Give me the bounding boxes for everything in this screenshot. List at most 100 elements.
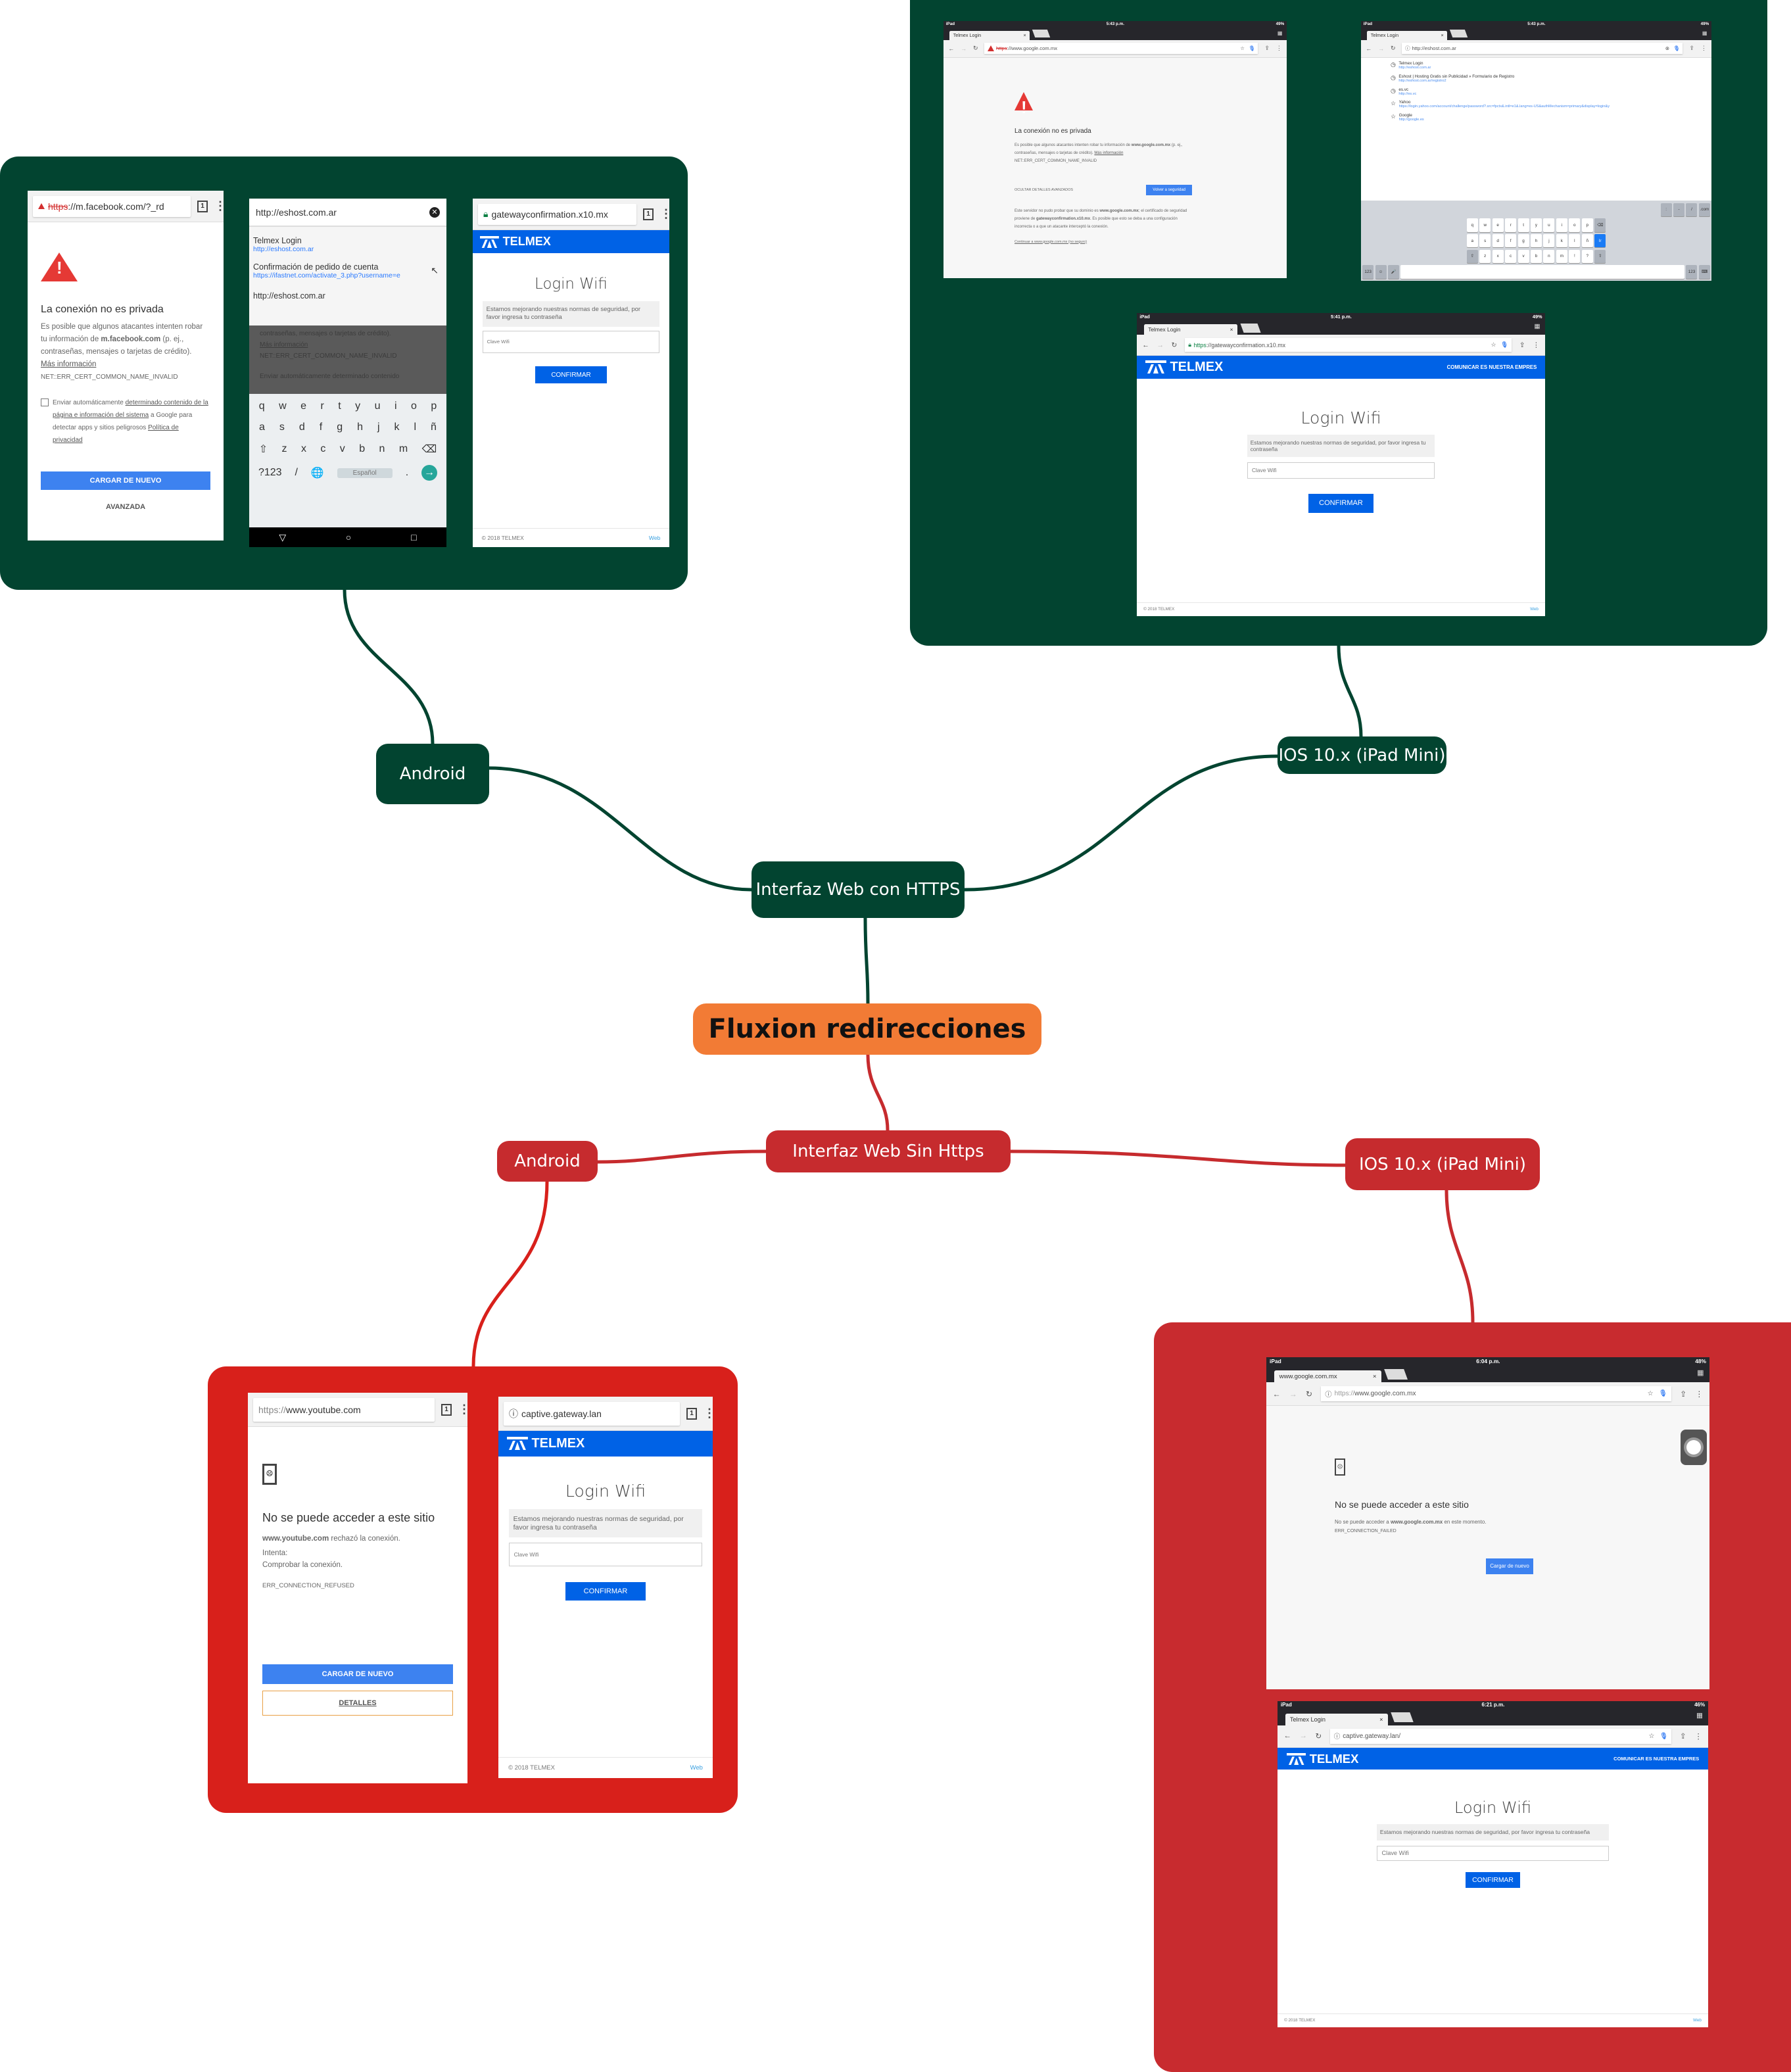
key-c[interactable]: c xyxy=(320,443,326,454)
key-i[interactable]: i xyxy=(394,400,397,412)
node-https[interactable]: Interfaz Web con HTTPS xyxy=(752,861,965,918)
node-http-android[interactable]: Android xyxy=(497,1141,598,1182)
node-https-android[interactable]: Android xyxy=(376,744,489,804)
key-![interactable]: ! xyxy=(1569,249,1581,263)
share-icon[interactable]: ⇪ xyxy=(1689,45,1694,52)
key-m[interactable]: m xyxy=(1556,249,1567,263)
reload-button[interactable]: CARGAR DE NUEVO xyxy=(262,1664,453,1684)
reload-button[interactable]: Cargar de nuevo xyxy=(1486,1558,1533,1575)
key-a[interactable]: a xyxy=(258,422,265,433)
key-w[interactable]: w xyxy=(1479,218,1491,232)
back-icon[interactable]: ← xyxy=(1142,341,1149,349)
menu-icon[interactable]: ⋮ xyxy=(1700,45,1707,52)
key-f[interactable]: f xyxy=(1505,234,1517,248)
tab-switcher-icon[interactable]: 1 xyxy=(441,1403,452,1416)
node-http[interactable]: Interfaz Web Sin Https xyxy=(766,1130,1011,1172)
key-l[interactable]: l xyxy=(1569,234,1581,248)
central-topic[interactable]: Fluxion redirecciones xyxy=(693,1003,1041,1055)
key-⌨[interactable]: ⌨ xyxy=(1698,265,1710,279)
tab-grid-icon[interactable]: ▦ xyxy=(1534,323,1540,330)
key-123[interactable]: 123 xyxy=(1686,265,1698,279)
reload-icon[interactable]: ↻ xyxy=(1171,341,1178,349)
forward-icon[interactable]: → xyxy=(1289,1389,1297,1399)
star-icon[interactable]: ☆ xyxy=(1648,1732,1655,1740)
key-z[interactable]: z xyxy=(1479,249,1491,263)
back-icon[interactable]: ← xyxy=(948,45,955,52)
key-b[interactable]: b xyxy=(359,443,366,454)
key-f[interactable]: f xyxy=(319,422,323,433)
confirm-button[interactable]: CONFIRMAR xyxy=(1308,493,1374,513)
key-123[interactable]: 123 xyxy=(1362,265,1374,279)
key-x[interactable]: x xyxy=(1492,249,1504,263)
mic-icon[interactable]: 🎙︎ xyxy=(1658,1390,1667,1398)
key-y[interactable]: y xyxy=(1531,218,1542,232)
key-⌫[interactable]: ⌫ xyxy=(1594,218,1606,232)
key-b[interactable]: b xyxy=(1531,249,1542,263)
clear-icon[interactable]: ⊗ xyxy=(1665,45,1670,52)
reload-button[interactable]: CARGAR DE NUEVO xyxy=(41,471,210,490)
key-?123[interactable]: ?123 xyxy=(258,467,282,478)
close-tab-icon[interactable]: × xyxy=(1372,1372,1377,1380)
new-tab-button[interactable] xyxy=(1391,1712,1414,1722)
key-ñ[interactable]: ñ xyxy=(431,422,437,433)
star-icon[interactable]: ☆ xyxy=(1491,341,1496,349)
key-d[interactable]: d xyxy=(298,422,305,433)
privacy-link[interactable]: Política de privacidad xyxy=(53,424,179,444)
key-m[interactable]: m xyxy=(398,443,408,454)
node-https-ios[interactable]: IOS 10.x (iPad Mini) xyxy=(1278,736,1446,774)
close-tab-icon[interactable]: × xyxy=(1230,326,1233,333)
menu-icon[interactable]: ⋮ xyxy=(704,1407,713,1420)
key-🌐[interactable]: 🌐 xyxy=(310,468,324,479)
close-tab-icon[interactable]: × xyxy=(1379,1716,1383,1723)
tab-switcher-icon[interactable]: 1 xyxy=(686,1407,697,1420)
menu-icon[interactable]: ⋮ xyxy=(458,1403,467,1416)
forward-icon[interactable]: → xyxy=(1378,45,1385,52)
key-k[interactable]: k xyxy=(1556,234,1567,248)
key-t[interactable]: t xyxy=(338,400,341,412)
report-checkbox[interactable] xyxy=(41,398,49,406)
key-r[interactable]: r xyxy=(1505,218,1517,232)
key-j[interactable]: j xyxy=(377,422,380,433)
key-w[interactable]: w xyxy=(279,400,287,412)
web-link[interactable]: Web xyxy=(1530,607,1539,612)
tab-switcher-icon[interactable]: 1 xyxy=(643,208,654,220)
suggestion-plain[interactable]: http://eshost.com.ar xyxy=(253,291,325,301)
reload-icon[interactable]: ↻ xyxy=(1390,45,1396,52)
more-info-link[interactable]: Más información xyxy=(41,360,97,368)
key-v[interactable]: v xyxy=(339,443,345,454)
reload-icon[interactable]: ↻ xyxy=(1315,1733,1322,1741)
forward-icon[interactable]: → xyxy=(1157,341,1164,349)
key-⌫[interactable]: ⌫ xyxy=(421,444,437,455)
wifi-password-input[interactable]: Clave Wifi xyxy=(482,331,660,353)
key-i[interactable]: i xyxy=(1556,218,1567,232)
key-h[interactable]: h xyxy=(357,422,363,433)
mic-icon[interactable]: 🎙︎ xyxy=(1673,45,1680,52)
key-:[interactable]: : xyxy=(1660,203,1672,216)
confirm-button[interactable]: CONFIRMAR xyxy=(535,366,608,384)
mic-icon[interactable]: 🎙︎ xyxy=(1249,45,1255,52)
key-a[interactable]: a xyxy=(1466,234,1478,248)
key-.com[interactable]: .com xyxy=(1698,203,1710,216)
back-nav-icon[interactable]: ▽ xyxy=(279,531,287,542)
share-icon[interactable]: ⇪ xyxy=(1680,1733,1686,1741)
clear-icon[interactable]: ✕ xyxy=(429,206,440,218)
key-e[interactable]: e xyxy=(300,400,306,412)
url-input[interactable]: http://eshost.com.ar ✕ xyxy=(249,199,446,227)
key-u[interactable]: u xyxy=(374,400,381,412)
key-q[interactable]: q xyxy=(258,400,265,412)
share-icon[interactable]: ⇪ xyxy=(1680,1389,1687,1399)
tab-grid-icon[interactable]: ▦ xyxy=(1702,30,1707,36)
details-button[interactable]: DETALLES xyxy=(262,1691,453,1716)
key-Ir[interactable]: Ir xyxy=(1594,234,1606,248)
assistive-touch-button[interactable] xyxy=(1681,1430,1707,1465)
content-link[interactable]: determinado contenido de la página e inf… xyxy=(53,399,208,419)
close-tab-icon[interactable]: × xyxy=(1441,32,1444,39)
key-y[interactable]: y xyxy=(355,400,361,412)
url-bar[interactable]: 🔒︎gatewayconfirmation.x10.mx xyxy=(478,203,636,225)
web-link[interactable]: Web xyxy=(648,534,661,541)
key-/[interactable]: / xyxy=(1686,203,1698,216)
